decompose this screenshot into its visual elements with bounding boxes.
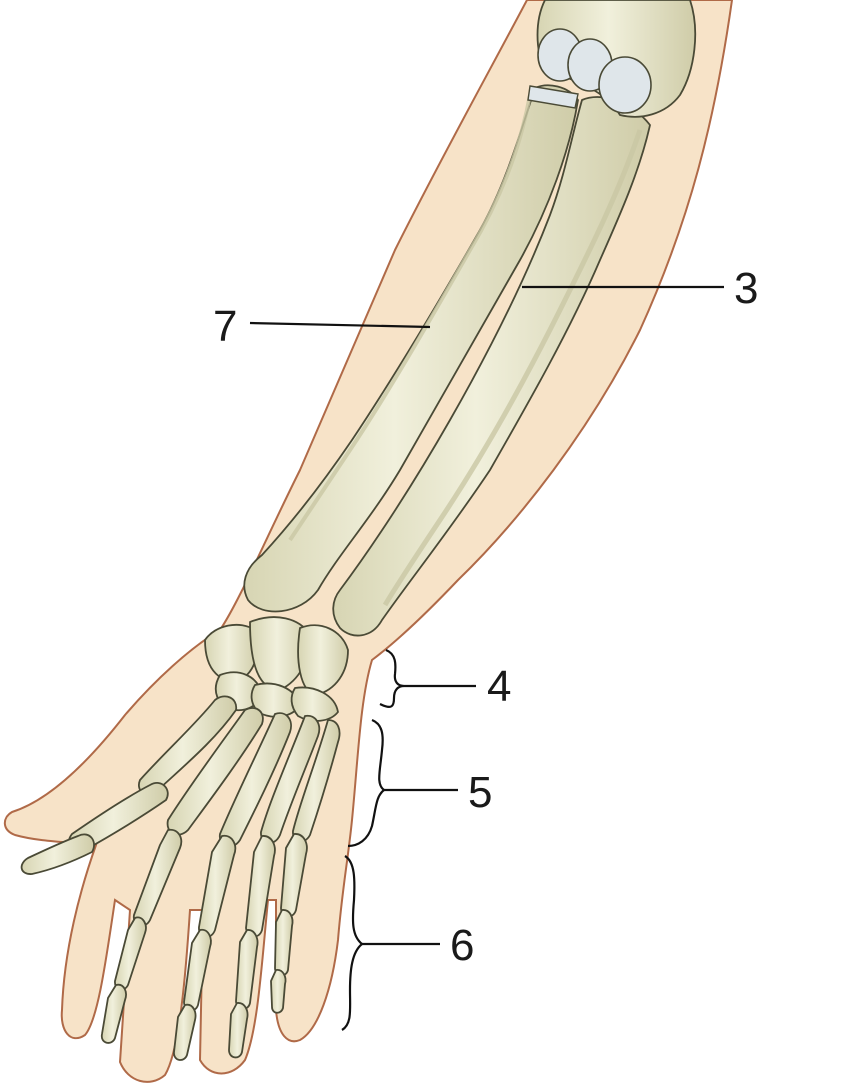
label-5: 5 [468, 768, 492, 817]
thumb-phalanges [20, 782, 169, 875]
label-4: 4 [487, 662, 511, 711]
label-6: 6 [450, 921, 474, 970]
ulna-bone [243, 84, 579, 613]
finger-phalanges [100, 828, 308, 1061]
radius-bone [332, 96, 651, 637]
label-7: 7 [213, 302, 237, 351]
humerus-distal-end [536, 0, 697, 118]
carpals-bracket [379, 648, 405, 708]
label-3: 3 [734, 264, 758, 313]
label-7-leader-line [249, 321, 431, 329]
